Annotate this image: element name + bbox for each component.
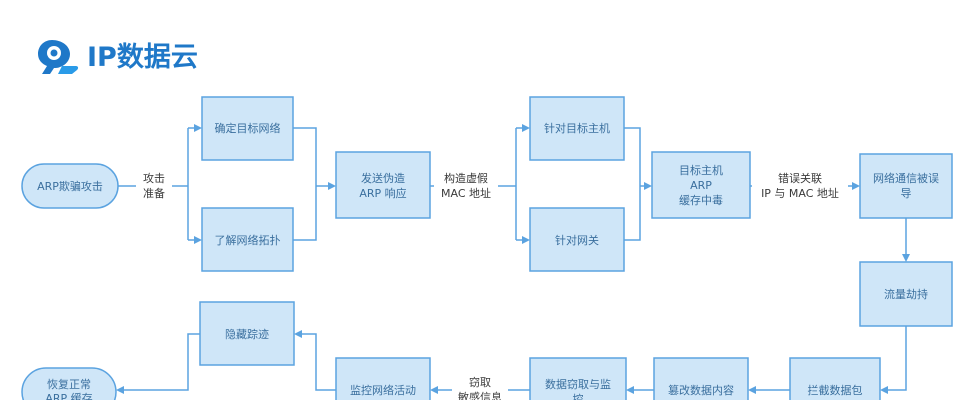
node-target-gateway: 针对网关 (529, 207, 625, 272)
edge-label-line: 敏感信息 (458, 390, 502, 400)
node-host-poison: 目标主机 ARP 缓存中毒 (651, 151, 751, 219)
arrow-head (748, 386, 756, 394)
node-label: 针对网关 (555, 233, 599, 247)
node-label: ARP欺骗攻击 (37, 179, 103, 193)
node-label: 针对目标主机 (544, 121, 610, 135)
edge-label-line: 攻击 (143, 171, 165, 185)
node-label: 导 (901, 187, 912, 200)
edge-label-attack-prep: 攻击 准备 (136, 170, 172, 202)
arrow-head (194, 236, 202, 244)
node-label: 网络通信被误 (873, 171, 939, 185)
logo-text: IP数据云 (87, 42, 198, 73)
edge-label-wrong-binding: 错误关联 IP 与 MAC 地址 (752, 170, 848, 202)
node-label: 拦截数据包 (808, 383, 863, 397)
node-hide: 隐藏踪迹 (199, 301, 295, 366)
node-label: 篡改数据内容 (668, 383, 734, 397)
node-comm-misled: 网络通信被误 导 (859, 153, 953, 219)
arrow-head (194, 124, 202, 132)
node-label: 控 (573, 392, 584, 400)
arrow-head (522, 124, 530, 132)
node-learn-topology: 了解网络拓扑 (201, 207, 294, 272)
node-target-host: 针对目标主机 (529, 96, 625, 161)
edge-label-line: 构造虚假 (444, 171, 488, 185)
node-label: ARP 缓存 (45, 391, 92, 400)
node-label: 隐藏踪迹 (225, 327, 269, 341)
node-label: 发送伪造 (361, 171, 405, 185)
node-label: 缓存中毒 (679, 193, 723, 207)
arrow-head (522, 236, 530, 244)
node-restore: 恢复正常 ARP 缓存 (21, 367, 117, 400)
arrow-head (116, 386, 124, 394)
arrow-head (430, 386, 438, 394)
logo: IP数据云 (38, 40, 198, 74)
edge-label-line: 准备 (143, 186, 165, 200)
node-label: 确定目标网络 (215, 121, 281, 135)
node-label: 目标主机 (679, 163, 723, 177)
arrow-head (880, 386, 888, 394)
connector-merge-2 (624, 127, 641, 241)
node-label: 数据窃取与监 (545, 377, 611, 391)
arrow-head (294, 330, 302, 338)
arrow-head (902, 254, 910, 262)
node-confirm-target: 确定目标网络 (201, 96, 294, 161)
node-label: 流量劫持 (884, 287, 928, 301)
arrow-head (328, 182, 336, 190)
edge-label-build-mac: 构造虚假 MAC 地址 (434, 170, 498, 202)
node-label: 了解网络拓扑 (215, 233, 281, 247)
edge-label-line: 错误关联 (778, 171, 822, 185)
connector-to-hide (300, 333, 336, 391)
node-tamper: 篡改数据内容 (653, 357, 749, 400)
node-traffic-hijack: 流量劫持 (859, 261, 953, 327)
edge-label-steal-sensitive: 窃取 敏感信息 (452, 374, 508, 400)
node-steal: 数据窃取与监 控 (529, 357, 627, 400)
arrow-head (852, 182, 860, 190)
edge-label-line: MAC 地址 (441, 186, 491, 200)
node-label: 恢复正常 (47, 377, 91, 391)
connector-merge-1 (293, 127, 317, 241)
cloud-logo-icon (38, 40, 79, 74)
connector-to-intercept (886, 326, 907, 391)
connector-to-restore (122, 333, 200, 391)
node-label: ARP (690, 179, 712, 192)
edge-label-line: IP 与 MAC 地址 (761, 186, 839, 200)
node-arp-attack: ARP欺骗攻击 (21, 163, 119, 209)
edge-label-line: 窃取 (469, 375, 491, 389)
node-label: ARP 响应 (359, 186, 406, 200)
arrow-head (626, 386, 634, 394)
node-monitor: 监控网络活动 (335, 357, 431, 400)
node-label: 监控网络活动 (350, 383, 416, 397)
node-intercept: 拦截数据包 (789, 357, 881, 400)
node-send-forged: 发送伪造 ARP 响应 (335, 151, 431, 219)
arrow-head (644, 182, 652, 190)
